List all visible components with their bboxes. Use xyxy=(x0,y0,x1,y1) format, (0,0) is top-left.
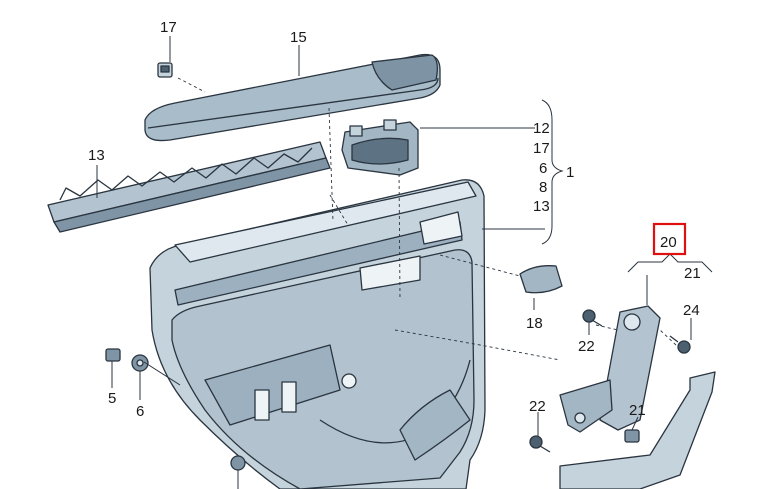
door-handle-part xyxy=(341,119,419,176)
bracket-icon xyxy=(559,305,661,433)
nut-icon xyxy=(230,455,246,471)
clip-icon xyxy=(624,429,640,443)
callout-17-top: 17 xyxy=(160,19,177,36)
callout-labels: 17 15 13 12 17 6 8 13 1 20 21 24 18 22 5… xyxy=(88,19,701,420)
cover-cap-part xyxy=(519,265,563,294)
screw-icon xyxy=(669,335,691,354)
callout-24: 24 xyxy=(683,302,700,319)
callout-22-bottom: 22 xyxy=(529,398,546,415)
callout-17-mid: 17 xyxy=(533,140,550,157)
screw-icon xyxy=(529,435,551,453)
callout-8: 8 xyxy=(539,179,547,196)
callout-6-left: 6 xyxy=(136,403,144,420)
clip-icon xyxy=(105,348,121,362)
callout-13-list: 13 xyxy=(533,198,550,215)
leader-lines xyxy=(96,36,692,489)
group-bracket xyxy=(541,99,564,245)
clip-icon xyxy=(157,62,173,78)
door-trim-panel xyxy=(149,179,486,489)
callout-20: 20 xyxy=(660,234,677,251)
cable-strip-part xyxy=(47,141,331,233)
callout-6-list: 6 xyxy=(539,160,547,177)
callout-1: 1 xyxy=(566,164,574,181)
callout-21-bottom: 21 xyxy=(629,402,646,419)
callout-5: 5 xyxy=(108,390,116,407)
callout-15: 15 xyxy=(290,29,307,46)
armrest-cover-part xyxy=(144,53,441,142)
trim-strip-part xyxy=(559,371,716,489)
callout-12: 12 xyxy=(533,120,550,137)
callout-13-left: 13 xyxy=(88,147,105,164)
callout-18: 18 xyxy=(526,315,543,332)
callout-22-right: 22 xyxy=(578,338,595,355)
highlight-box xyxy=(652,222,687,256)
dashed-assembly-lines xyxy=(177,77,677,361)
nut-icon xyxy=(131,354,149,372)
screw-icon xyxy=(582,309,603,327)
callout-21-top: 21 xyxy=(684,265,701,282)
